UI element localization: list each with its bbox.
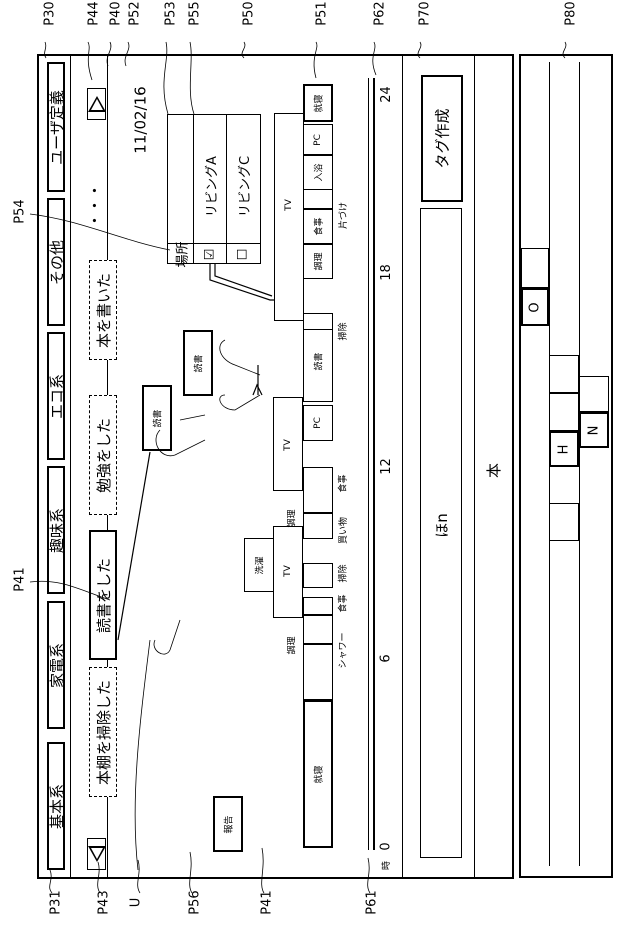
activity-pc-evening[interactable]: PC [303, 124, 333, 155]
tab-hobby[interactable]: 趣味系 [47, 466, 66, 594]
report-button[interactable]: 報告 [213, 796, 243, 852]
annotation-meal: 食事 [338, 473, 349, 493]
key-cell[interactable] [549, 355, 579, 393]
tag-wrote-book[interactable]: 本を書いた [89, 260, 117, 360]
annotation-cleaning: 掃除 [338, 321, 349, 341]
activity-bath[interactable]: 入浴 [303, 155, 333, 190]
annotation-cooking: 調理 [287, 635, 298, 655]
annotation-shower: シャワー [338, 631, 349, 669]
annotation-shopping: 買い物 [338, 516, 349, 544]
key-o[interactable]: O [521, 288, 549, 326]
tick-12: 12 [378, 457, 394, 475]
annotation-cleaning: 掃除 [338, 563, 349, 583]
place-option-living-a[interactable]: リビングA [204, 155, 220, 217]
text-input-value: ほn [432, 512, 451, 538]
tick-0: 0 [378, 841, 394, 851]
tab-basic[interactable]: 基本系 [47, 742, 66, 870]
annotation-tidy-up: 片づけ [338, 201, 349, 229]
key-cell[interactable] [521, 248, 549, 288]
activity-sleep-morning[interactable]: 就寝 [303, 700, 333, 848]
tv-label: TV [284, 199, 294, 211]
activity-pc[interactable] [303, 405, 333, 441]
keyboard-row-line [579, 62, 580, 866]
category-tab-strip [39, 56, 71, 877]
place-popup-header: 場所 [175, 240, 191, 268]
dragged-tag[interactable]: 読書 [142, 385, 172, 451]
tv-block-morning [273, 526, 303, 618]
activity-cooking[interactable]: 調理 [303, 244, 333, 279]
tab-other[interactable]: その他 [47, 198, 66, 326]
annotation-cooking: 調理 [287, 508, 298, 528]
activity-block[interactable] [303, 615, 333, 644]
tag-cleaned-bookshelf[interactable]: 本棚を掃除した [89, 667, 117, 797]
checkbox-living-c-icon[interactable]: ☐ [235, 248, 251, 260]
key-cell[interactable] [549, 393, 579, 431]
key-cell[interactable] [579, 376, 609, 412]
laundry-block: 洗濯 [244, 538, 274, 592]
text-input-field[interactable] [420, 208, 462, 858]
annotation-meal: 食事 [338, 593, 349, 613]
place-popup [167, 114, 261, 264]
activity-meal[interactable]: 食事 [303, 209, 333, 244]
time-unit-label: 時 [382, 860, 393, 870]
activity-block[interactable] [303, 513, 333, 539]
conversion-candidate[interactable]: 本 [485, 462, 504, 478]
place-option-living-c[interactable]: リビングC [238, 155, 254, 217]
tv-block-afternoon [273, 397, 303, 491]
tv-label: TV [283, 439, 293, 451]
tag-create-button[interactable]: タグ作成 [421, 75, 463, 202]
activity-pc-label: PC [313, 417, 323, 429]
tab-user-defined[interactable]: ユーザ定義 [47, 62, 66, 192]
activity-sleep-night[interactable]: 就寝 [303, 84, 333, 122]
activity-block[interactable] [303, 467, 333, 513]
tab-appliance[interactable]: 家電系 [47, 601, 66, 729]
key-h[interactable]: H [549, 431, 579, 467]
tag-studied[interactable]: 勉強をした [89, 395, 117, 515]
scroll-up-button[interactable] [87, 88, 106, 120]
time-axis [368, 78, 375, 850]
activity-block[interactable] [303, 644, 333, 700]
activity-reading[interactable]: 読書 [303, 320, 333, 402]
tv-label: TV [283, 565, 293, 577]
key-n[interactable]: N [579, 412, 609, 448]
checkbox-living-a-checked-icon[interactable]: ☑ [202, 248, 218, 260]
tv-block-evening [274, 113, 304, 321]
tag-read-book[interactable]: 読書をした [89, 530, 117, 660]
tick-6: 6 [378, 653, 394, 663]
input-panel [402, 56, 403, 877]
date-label: 11/02/16 [132, 86, 150, 154]
more-tags-ellipsis: ・・・ [85, 182, 104, 228]
scroll-down-button[interactable] [87, 838, 106, 870]
activity-block[interactable] [303, 597, 333, 615]
tick-24: 24 [378, 85, 394, 103]
activity-block[interactable] [303, 563, 333, 588]
key-cell[interactable] [549, 503, 579, 541]
tab-eco[interactable]: エコ系 [47, 332, 66, 460]
drag-preview-tag: 読書 [183, 330, 213, 396]
tick-18: 18 [378, 263, 394, 281]
candidate-panel-divider [474, 56, 475, 877]
activity-block[interactable] [303, 313, 333, 330]
